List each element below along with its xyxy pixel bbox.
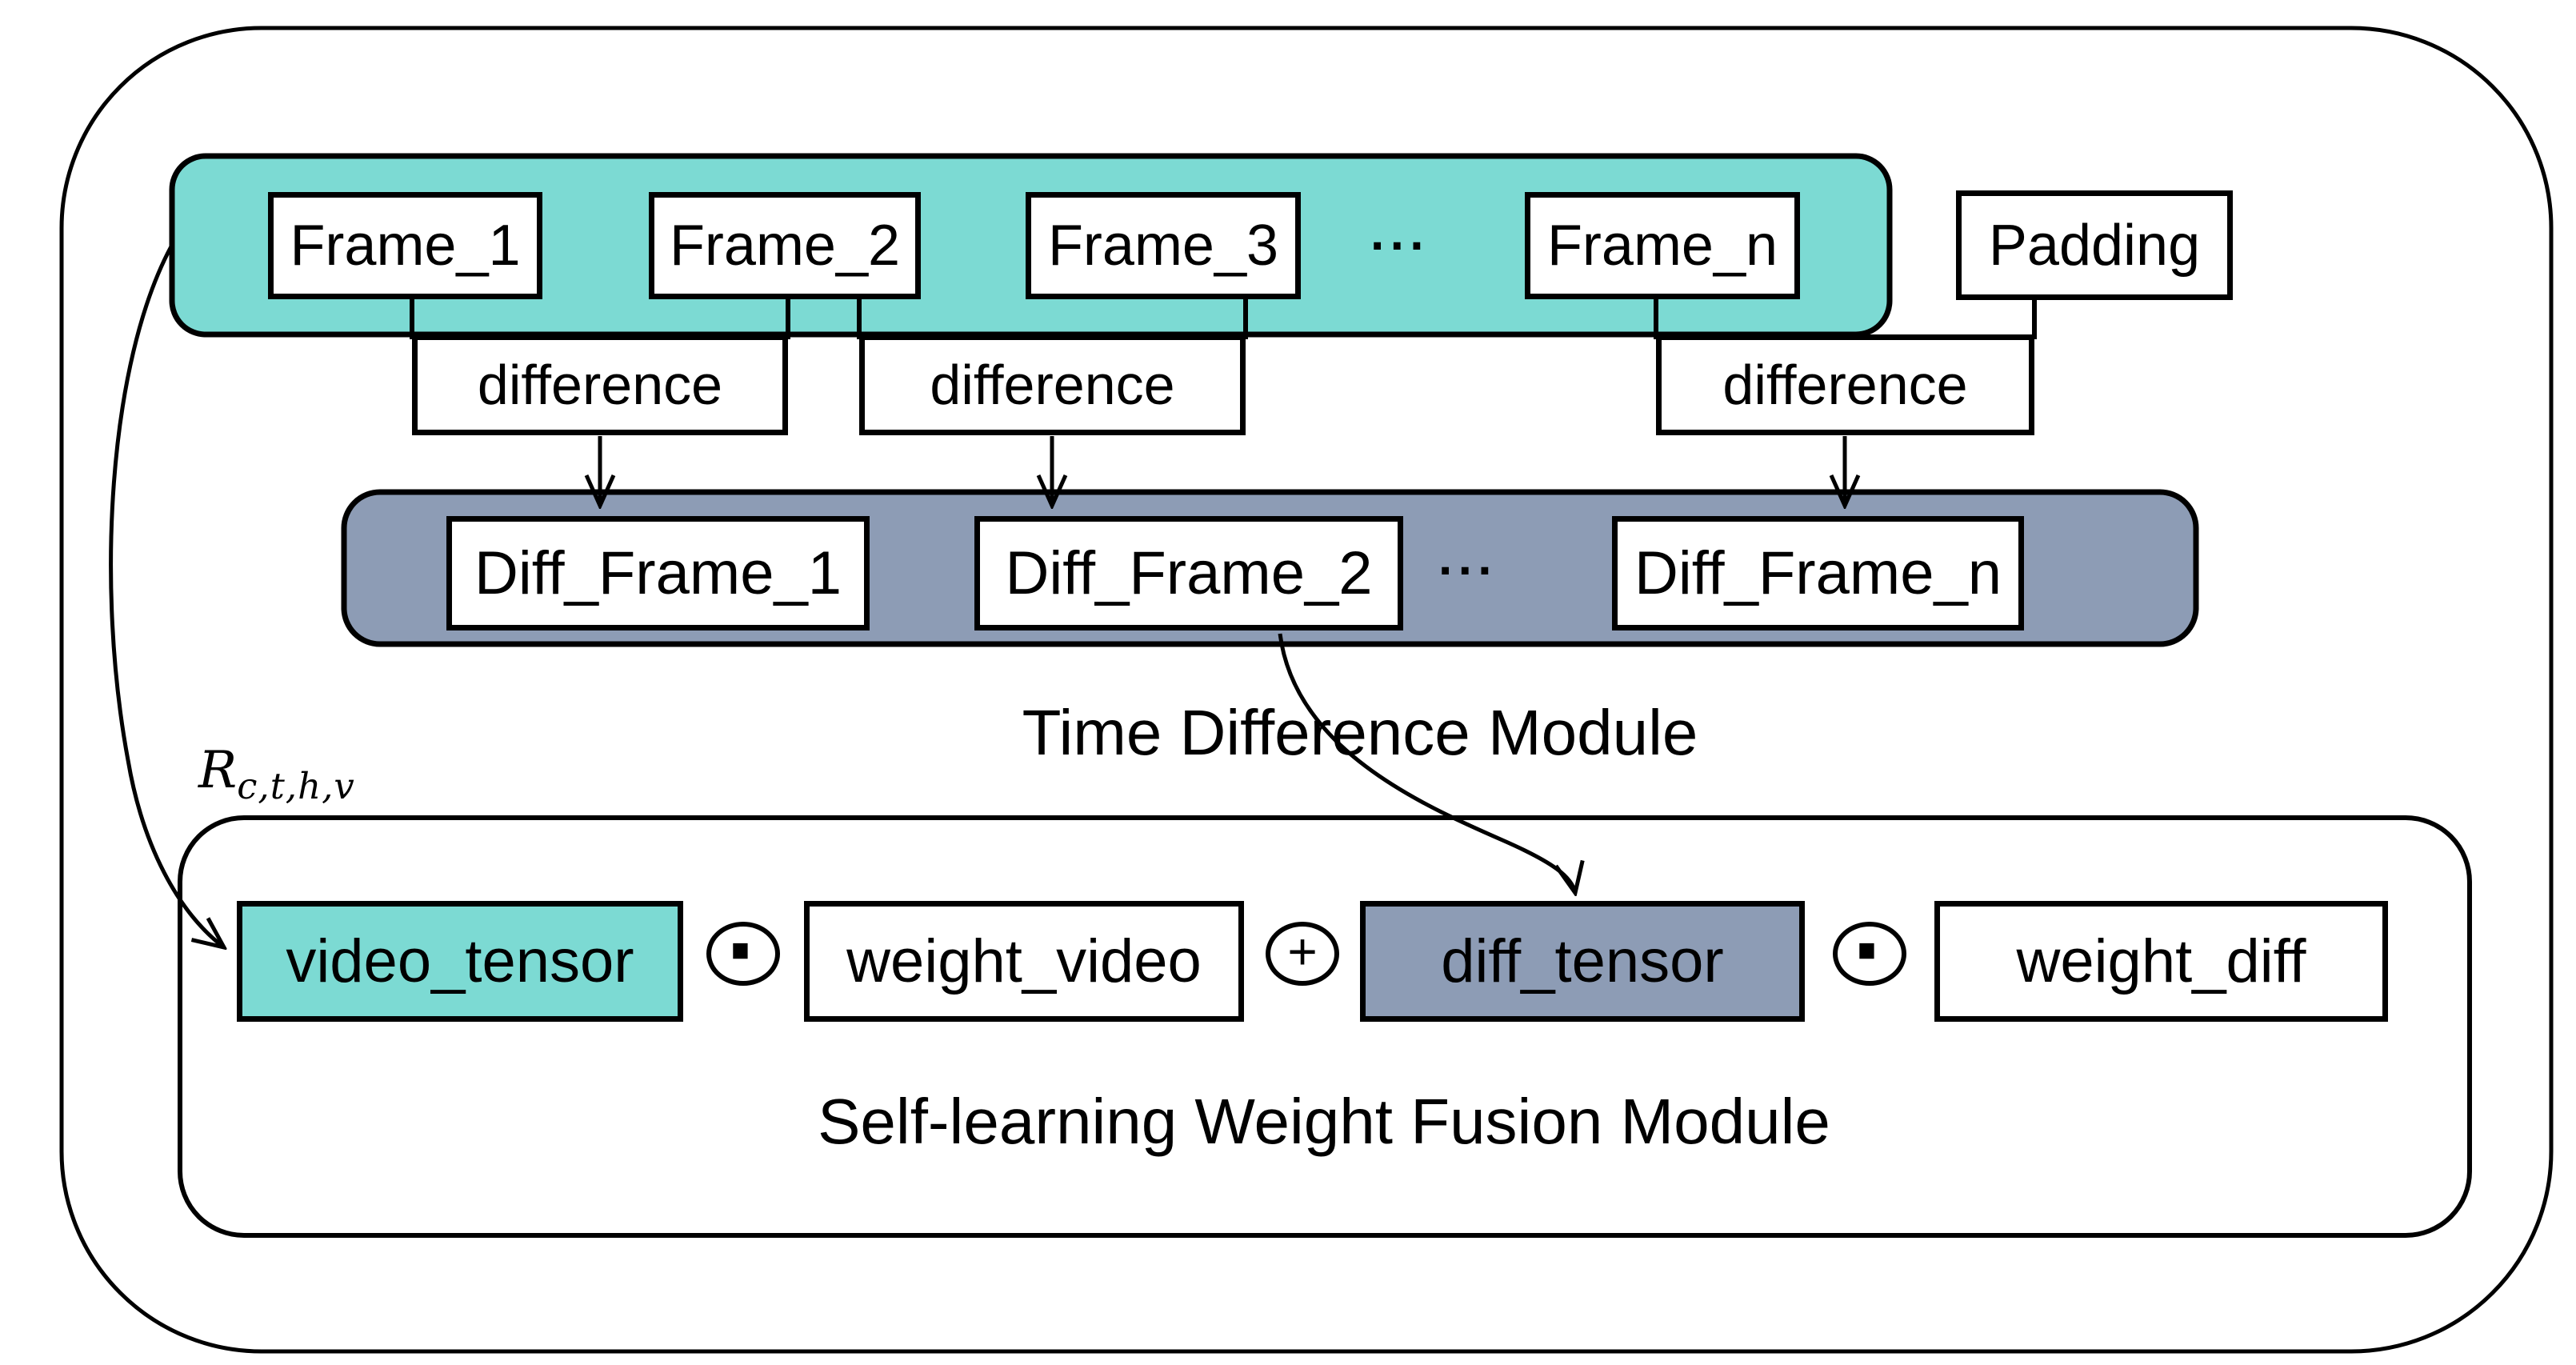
diff-frame-to-diff-tensor-arrow [1278,633,1575,893]
diff-frames-ellipsis: ··· [1438,542,1498,598]
frame-1-box: Frame_1 [268,192,542,299]
diff-frame-1-box: Diff_Frame_1 [446,516,870,630]
plus-glyph: + [1287,923,1318,980]
tensor-math-label: Rc,t,h,v [198,741,355,807]
fusion-module-title: Self-learning Weight Fusion Module [818,1086,1830,1157]
diff-tensor-box: diff_tensor [1360,901,1805,1022]
frame-3-box: Frame_3 [1026,192,1301,299]
add-icon: + [1266,922,1339,986]
multiply-dot-glyph: · [726,891,761,1008]
frames-ellipsis: ··· [1370,218,1430,274]
difference-box-2: difference [859,334,1246,435]
difference-to-diff-frame-arrows [600,436,1845,506]
diff-frame-2-box: Diff_Frame_2 [974,516,1403,630]
time-difference-module-title: Time Difference Module [1022,697,1698,768]
tensor-math-label-subscript: c,t,h,v [237,765,355,807]
video-tensor-box: video_tensor [237,901,683,1022]
elementwise-multiply-icon: · [706,891,780,1008]
difference-box-3: difference [1656,334,2034,435]
frame-2-box: Frame_2 [649,192,921,299]
elementwise-multiply-icon: · [1833,891,1906,1008]
frame-to-difference-connectors [410,298,2037,339]
multiply-dot-glyph: · [1852,891,1887,1008]
fusion-module-border [178,815,2472,1238]
tensor-math-label-base: R [198,741,238,800]
weight-diff-box: weight_diff [1934,901,2388,1022]
outer-border [59,26,2554,1354]
frames-to-video-tensor-arrow [109,245,224,947]
difference-box-1: difference [412,334,788,435]
padding-box: Padding [1956,190,2233,300]
weight-video-box: weight_video [804,901,1244,1022]
diff-frame-n-box: Diff_Frame_n [1612,516,2024,630]
frame-n-box: Frame_n [1525,192,1800,299]
